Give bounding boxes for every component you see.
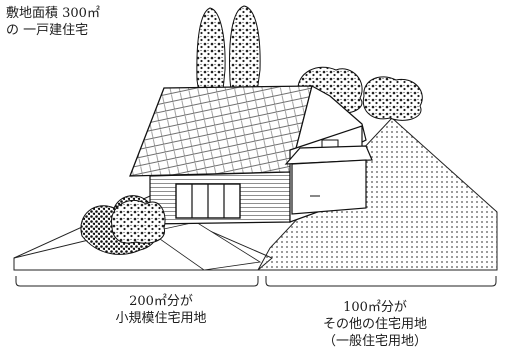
shrub-back-2 <box>362 76 423 121</box>
other-residential-line2: その他の住宅用地 <box>322 316 427 332</box>
other-residential-caption: 100㎡分が その他の住宅用地 （一般住宅用地） <box>300 300 450 351</box>
other-residential-line3: （一般住宅用地） <box>322 333 427 349</box>
other-residential-line1: 100㎡分が <box>343 300 407 315</box>
small-residential-line2: 小規模住宅用地 <box>115 310 207 326</box>
cypress-tree-left <box>196 7 226 101</box>
lot-area-line2: の 一戸建住宅 <box>6 22 89 38</box>
lot-area-label: 敷地面積 300㎡ の 一戸建住宅 <box>6 6 100 40</box>
lot-area-line1: 敷地面積 300㎡ <box>6 6 100 21</box>
walkway <box>149 221 262 271</box>
shrub-front-right <box>111 199 166 244</box>
small-residential-line1: 200㎡分が <box>129 294 193 309</box>
bracket-left <box>15 276 259 287</box>
bracket-right <box>265 276 497 287</box>
annex-wall <box>291 159 367 215</box>
small-residential-caption: 200㎡分が 小規模住宅用地 <box>86 294 236 328</box>
house-roof <box>129 85 313 177</box>
